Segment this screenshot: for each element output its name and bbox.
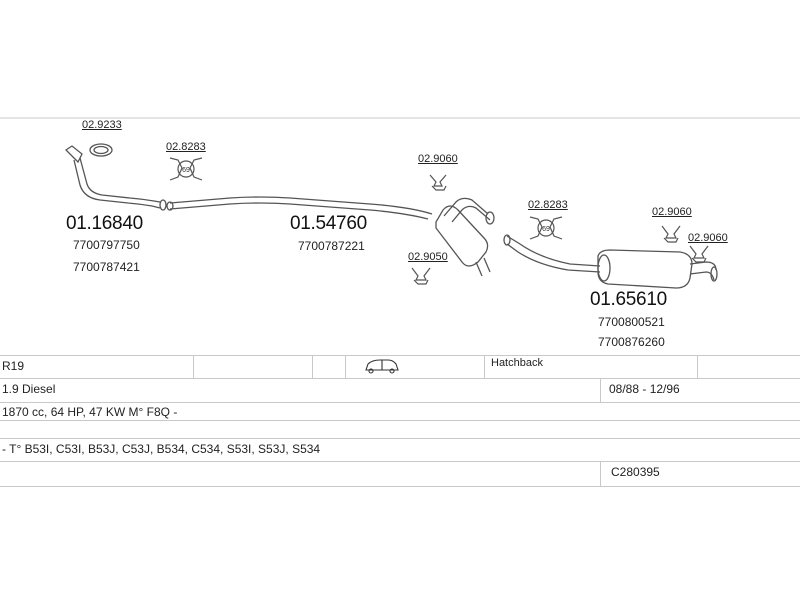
table-divider: [600, 462, 601, 486]
svg-text:69: 69: [542, 226, 550, 233]
clamp-part: [89, 143, 113, 157]
middle-pipe-part: [166, 196, 495, 277]
type-codes-cell: - T° B53I, C53I, B53J, C53J, B534, C534,…: [2, 442, 321, 456]
rear-silencer-number[interactable]: 01.65610: [590, 289, 667, 310]
rear-silencer-part: [503, 234, 718, 289]
body-type-cell: Hatchback: [491, 357, 543, 369]
table-line: [0, 378, 800, 379]
table-divider: [484, 356, 485, 378]
rubber-3-label[interactable]: 02.9060: [652, 206, 692, 218]
rubber-2-label[interactable]: 02.9050: [408, 251, 448, 263]
model-cell: R19: [2, 359, 25, 373]
car-icon: [365, 359, 399, 374]
table-divider: [697, 356, 698, 378]
table-line: [0, 420, 800, 421]
mount-a-part: 69: [169, 157, 203, 181]
clamp-label[interactable]: 02.9233: [82, 119, 122, 131]
svg-text:69: 69: [182, 167, 190, 174]
front-pipe-number[interactable]: 01.16840: [66, 213, 143, 234]
engine-cell: 1.9 Diesel: [2, 382, 56, 396]
rubber-2-part: [411, 267, 431, 285]
rubber-1-part: [429, 174, 447, 191]
rubber-1-label[interactable]: 02.9060: [418, 153, 458, 165]
table-divider: [193, 356, 194, 378]
table-line: [0, 486, 800, 487]
front-pipe-part: [64, 145, 167, 211]
rubber-4-label[interactable]: 02.9060: [688, 232, 728, 244]
years-cell: 08/88 - 12/96: [609, 382, 680, 396]
middle-pipe-oem-1: 7700787221: [298, 239, 365, 253]
rear-silencer-oem-1: 7700800521: [598, 315, 665, 329]
mount-b-label[interactable]: 02.8283: [528, 199, 568, 211]
table-divider: [600, 379, 601, 402]
mount-a-label[interactable]: 02.8283: [166, 141, 206, 153]
table-divider: [345, 356, 346, 378]
table-line: [0, 438, 800, 439]
rubber-3-part: [661, 225, 681, 243]
rubber-4-part: [689, 245, 709, 263]
table-line: [0, 461, 800, 462]
ref-cell: C280395: [611, 465, 660, 479]
specs-cell: 1870 cc, 64 HP, 47 KW M° F8Q -: [2, 405, 178, 419]
rear-silencer-oem-2: 7700876260: [598, 335, 665, 349]
front-pipe-oem-2: 7700787421: [73, 260, 140, 274]
table-line: [0, 355, 800, 356]
mount-b-part: 69: [529, 216, 563, 240]
middle-pipe-number[interactable]: 01.54760: [290, 213, 367, 234]
table-divider: [312, 356, 313, 378]
table-line: [0, 402, 800, 403]
front-pipe-oem-1: 7700797750: [73, 238, 140, 252]
